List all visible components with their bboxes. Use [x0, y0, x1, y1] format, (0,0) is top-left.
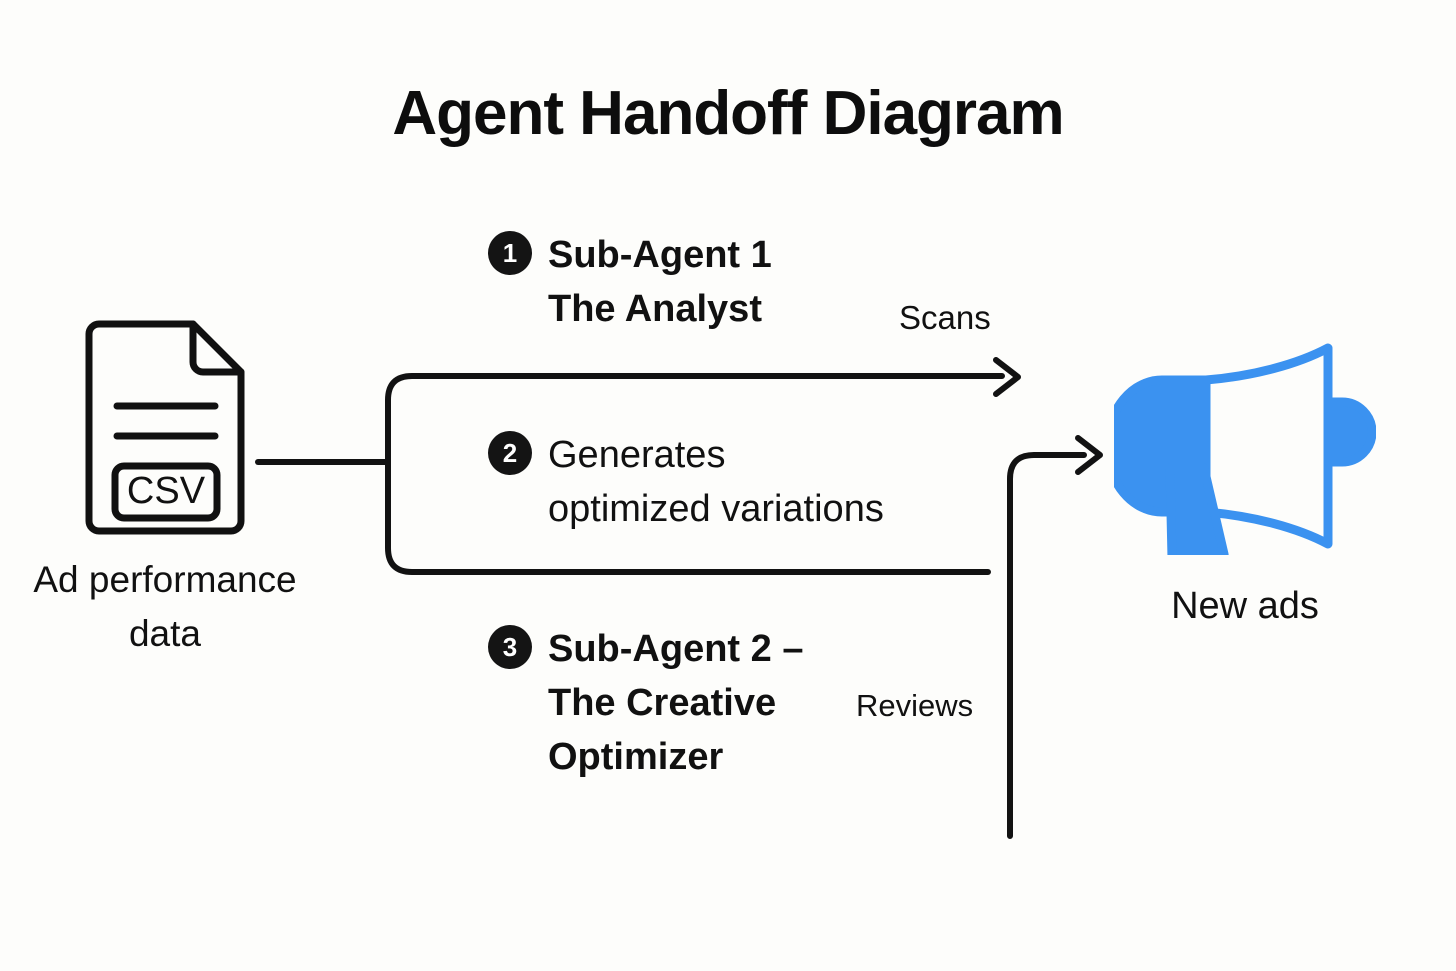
edge-label-scans: Scans: [899, 299, 991, 336]
target-label: New ads: [1171, 585, 1319, 627]
csv-chip-label: CSV: [127, 470, 206, 512]
source-node: CSV Ad performance data: [0, 320, 330, 661]
csv-file-icon: CSV: [85, 320, 245, 535]
step-item-3: 3 Sub-Agent 2 – The Creative Optimizer: [488, 622, 803, 784]
edge-riser-to-target: [1007, 452, 1087, 839]
edge-label-reviews: Reviews: [856, 688, 974, 723]
step-label-1: Sub-Agent 1 The Analyst: [548, 234, 772, 330]
step-label-2: Generates optimized variations: [548, 434, 884, 530]
arrowhead-scans: [993, 357, 1021, 397]
source-label: Ad performance data: [33, 559, 297, 654]
arrowhead-target: [1075, 435, 1103, 475]
step-item-2: 2 Generates optimized variations: [488, 428, 884, 536]
step-label-3: Sub-Agent 2 – The Creative Optimizer: [548, 628, 804, 778]
megaphone-icon: [1114, 343, 1376, 555]
step-badge-1: 1: [488, 231, 532, 275]
target-node: New ads: [1100, 340, 1390, 629]
step-badge-3: 3: [488, 625, 532, 669]
step-item-1: 1 Sub-Agent 1 The Analyst: [488, 228, 772, 336]
step-badge-2: 2: [488, 431, 532, 475]
page-title: Agent Handoff Diagram: [392, 79, 1064, 148]
